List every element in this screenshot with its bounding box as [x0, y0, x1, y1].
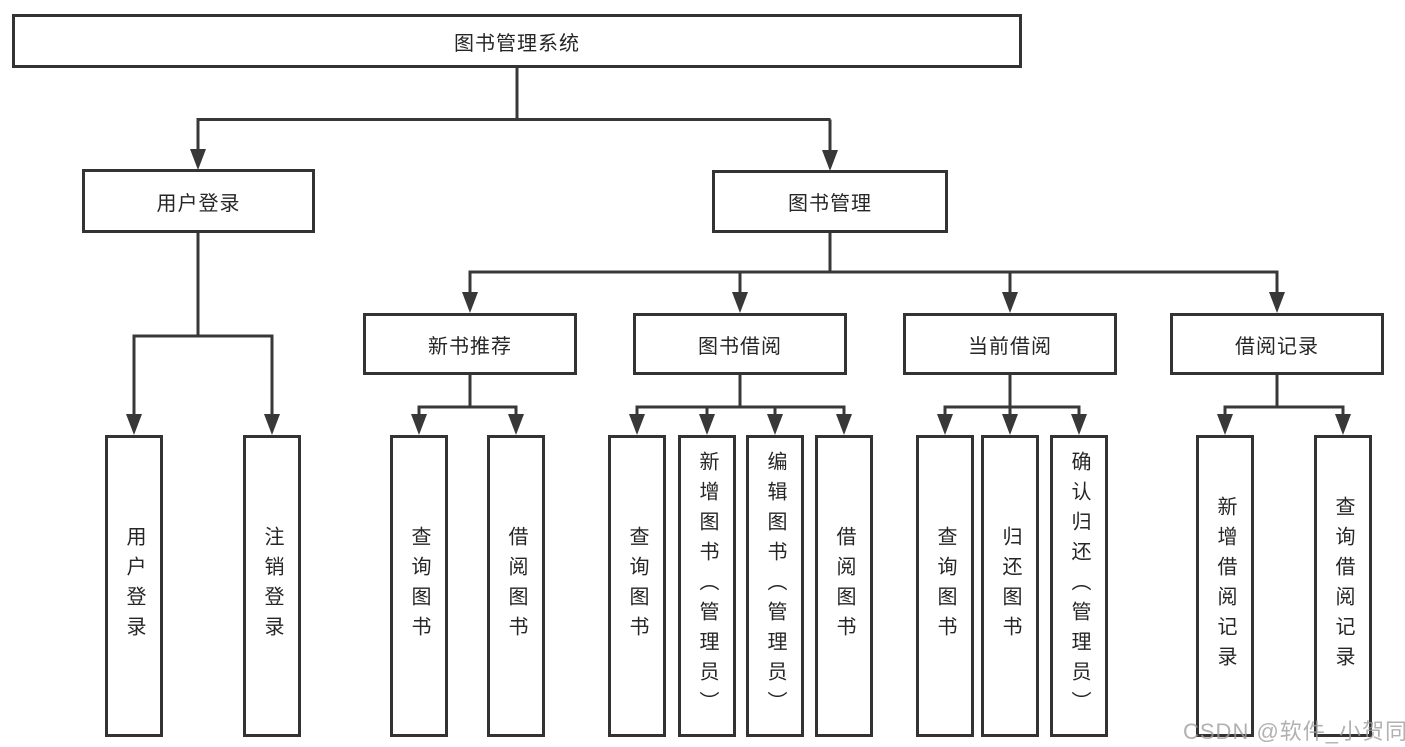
leaf-query-books-3-label: 查询图书 [934, 526, 956, 646]
leaf-confirm-return-admin-label: 确认归还（管理员） [1068, 451, 1090, 721]
leaf-query-books-2: 查询图书 [608, 435, 666, 737]
leaf-query-borrow-record-label: 查询借阅记录 [1332, 496, 1354, 676]
leaf-add-borrow-record: 新增借阅记录 [1196, 435, 1254, 737]
node-book-borrowing: 图书借阅 [633, 313, 847, 375]
leaf-return-books: 归还图书 [981, 435, 1039, 737]
node-book-management: 图书管理 [712, 170, 948, 233]
leaf-user-login: 用户登录 [105, 435, 163, 737]
leaf-query-books-1-label: 查询图书 [408, 526, 430, 646]
node-borrowing-records: 借阅记录 [1170, 313, 1384, 375]
csdn-watermark: CSDN @软件_小贺同学 [1183, 719, 1405, 744]
leaf-edit-books-admin: 编辑图书（管理员） [746, 435, 804, 737]
node-current-borrowing-label: 当前借阅 [968, 335, 1052, 358]
leaf-borrow-books-2-label: 借阅图书 [833, 526, 855, 646]
leaf-add-books-admin: 新增图书（管理员） [678, 435, 736, 737]
leaf-query-books-1: 查询图书 [390, 435, 448, 737]
leaf-user-login-label: 用户登录 [123, 526, 145, 646]
leaf-logout-label: 注销登录 [261, 526, 283, 646]
node-root-library-management-system: 图书管理系统 [12, 14, 1022, 68]
leaf-logout: 注销登录 [243, 435, 301, 737]
leaf-confirm-return-admin: 确认归还（管理员） [1050, 435, 1108, 737]
leaf-add-borrow-record-label: 新增借阅记录 [1214, 496, 1236, 676]
leaf-return-books-label: 归还图书 [999, 526, 1021, 646]
leaf-add-books-admin-label: 新增图书（管理员） [696, 451, 718, 721]
node-new-book-recommendation-label: 新书推荐 [428, 335, 512, 358]
node-book-borrowing-label: 图书借阅 [698, 335, 782, 358]
node-borrowing-records-label: 借阅记录 [1235, 335, 1319, 358]
node-user-login: 用户登录 [82, 169, 315, 233]
node-book-management-label: 图书管理 [788, 193, 872, 215]
leaf-borrow-books-1-label: 借阅图书 [505, 526, 527, 646]
node-current-borrowing: 当前借阅 [903, 313, 1117, 375]
leaf-query-borrow-record: 查询借阅记录 [1314, 435, 1372, 737]
leaf-borrow-books-2: 借阅图书 [815, 435, 873, 737]
leaf-query-books-2-label: 查询图书 [626, 526, 648, 646]
leaf-edit-books-admin-label: 编辑图书（管理员） [764, 451, 786, 721]
node-new-book-recommendation: 新书推荐 [363, 313, 577, 375]
node-user-login-label: 用户登录 [156, 192, 241, 215]
leaf-query-books-3: 查询图书 [916, 435, 974, 737]
node-root-label: 图书管理系统 [454, 32, 580, 55]
leaf-borrow-books-1: 借阅图书 [487, 435, 545, 737]
